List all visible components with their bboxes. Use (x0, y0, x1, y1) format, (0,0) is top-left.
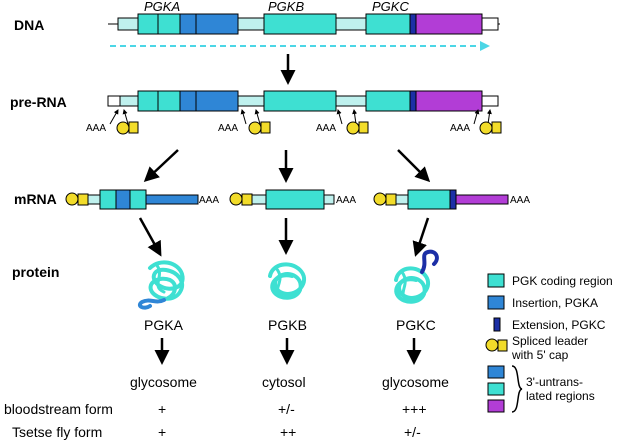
bloodstream-pgka-level: + (158, 401, 166, 417)
protein-pgka-structure (137, 260, 185, 310)
localization-pgkc: glycosome (382, 374, 449, 390)
legend-leader-label-1: Spliced leader (512, 334, 588, 348)
processing-site-1: AAA (86, 109, 139, 135)
gene-label-pgkc: PGKC (372, 0, 409, 14)
dna-gene-cluster (108, 13, 500, 35)
legend-utr-swatch-c (487, 399, 505, 413)
legend-insertion-label: Insertion, PGKA (512, 296, 598, 310)
svg-text:AAA: AAA (510, 195, 530, 206)
tsetse-pgkc-level: +/- (404, 424, 421, 440)
legend-extension-label: Extension, PGKC (512, 318, 606, 332)
legend-utr-label-2: lated regions (526, 389, 595, 403)
mrna-pgkb: AAA (229, 189, 356, 210)
arrow-prerna-to-mrna-c (397, 149, 431, 183)
legend-coding-swatch (487, 273, 505, 288)
bloodstream-pgkb-level: +/- (278, 401, 295, 417)
svg-text:AAA: AAA (199, 195, 219, 206)
legend-utr-swatch-a (487, 365, 505, 379)
mrna-pgkc: AAA (373, 189, 530, 210)
svg-text:AAA: AAA (336, 195, 356, 206)
bloodstream-form-label: bloodstream form (4, 401, 113, 417)
tsetse-pgkb-level: ++ (280, 424, 296, 440)
legend-leader-swatch (485, 338, 499, 352)
pre-rna-transcript (107, 90, 499, 112)
legend-extension-swatch (493, 317, 501, 332)
svg-text:AAA: AAA (218, 123, 238, 134)
mrna-pgka: AAA (65, 189, 219, 210)
dna-pgkb-coding (263, 13, 337, 35)
svg-text:AAA: AAA (450, 123, 470, 134)
processing-site-2: AAA (218, 109, 271, 135)
processing-site-3: AAA (316, 109, 369, 135)
localization-pgkb: cytosol (262, 374, 306, 390)
row-label-mrna: mRNA (14, 191, 57, 207)
row-label-protein: protein (12, 264, 59, 280)
protein-label-pgkc: PGKC (396, 317, 436, 333)
bloodstream-pgkc-level: +++ (402, 401, 427, 417)
row-label-dna: DNA (14, 17, 44, 33)
row-label-pre-rna: pre-RNA (10, 94, 67, 110)
legend-leader-label-2: with 5' cap (511, 348, 569, 362)
localization-pgka: glycosome (130, 374, 197, 390)
legend-coding-label: PGK coding region (512, 274, 613, 288)
tsetse-form-label: Tsetse fly form (12, 424, 102, 440)
dna-pgkc-coding (365, 13, 411, 35)
protein-label-pgkb: PGKB (268, 317, 307, 333)
protein-pgkc-structure (394, 249, 439, 304)
legend-utr-swatch-b (487, 382, 505, 396)
protein-pgkb-structure (268, 262, 307, 300)
gene-label-pgkb: PGKB (268, 0, 304, 14)
arrow-mrna-to-protein-c (412, 217, 430, 257)
protein-label-pgka: PGKA (144, 317, 184, 333)
svg-text:AAA: AAA (86, 123, 106, 134)
legend-utr-label-1: 3'-untrans- (526, 375, 583, 389)
legend-utr-brace (511, 365, 523, 413)
tsetse-pgka-level: + (158, 424, 166, 440)
processing-site-4: AAA (450, 109, 502, 135)
legend-insertion-swatch (487, 295, 505, 310)
arrow-mrna-to-protein-a (138, 217, 162, 257)
gene-label-pgka: PGKA (144, 0, 180, 14)
arrow-prerna-to-mrna-a (143, 149, 179, 183)
legend: PGK coding region Insertion, PGKA Extens… (485, 273, 613, 413)
svg-text:AAA: AAA (316, 123, 336, 134)
